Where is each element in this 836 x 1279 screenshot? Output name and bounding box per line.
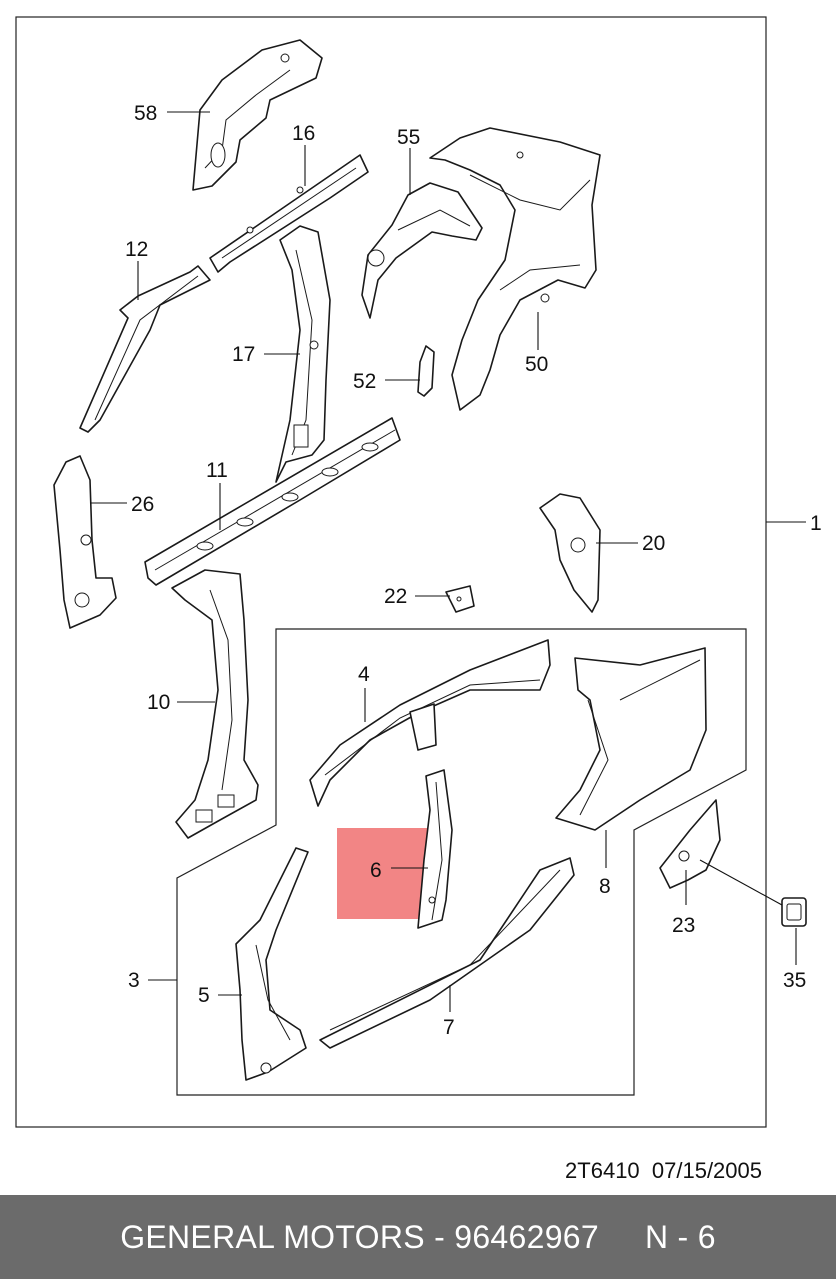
outer-frame — [15, 16, 767, 1128]
callout-12: 12 — [125, 238, 148, 261]
callout-8: 8 — [599, 875, 611, 898]
part-8 — [555, 647, 707, 831]
parts-diagram: 58 16 12 55 17 52 50 26 11 20 22 1 10 4 … — [15, 16, 822, 1128]
callout-22: 22 — [384, 585, 407, 608]
part-10 — [171, 569, 259, 839]
callout-20: 20 — [642, 532, 665, 555]
part-5 — [235, 847, 309, 1081]
part-35 — [781, 897, 807, 927]
part-20 — [539, 493, 601, 613]
callout-1: 1 — [810, 512, 822, 535]
part-55 — [361, 182, 483, 319]
part-16 — [209, 154, 369, 273]
callout-55: 55 — [397, 126, 420, 149]
part-12 — [79, 265, 211, 433]
part-26 — [53, 455, 117, 629]
callout-5: 5 — [198, 984, 210, 1007]
callout-23: 23 — [672, 914, 695, 937]
callout-17: 17 — [232, 343, 255, 366]
banner-text: GENERAL MOTORS - 96462967 N - 6 — [120, 1218, 716, 1255]
callout-26: 26 — [131, 493, 154, 516]
drawing-code: 2T6410 07/15/2005 — [565, 1158, 762, 1183]
part-6 — [417, 769, 453, 929]
assembly-frame — [176, 628, 747, 1096]
callout-4: 4 — [358, 663, 370, 686]
callout-6: 6 — [370, 859, 382, 882]
part-23 — [659, 799, 721, 889]
part-7 — [319, 857, 575, 1049]
part-58 — [192, 39, 323, 191]
part-banner: GENERAL MOTORS - 96462967 N - 6 — [0, 1195, 836, 1279]
callout-35: 35 — [783, 969, 806, 992]
part-11 — [144, 417, 401, 586]
callout-16: 16 — [292, 122, 315, 145]
callout-10: 10 — [147, 691, 170, 714]
callout-3: 3 — [128, 969, 140, 992]
callout-52: 52 — [353, 370, 376, 393]
leader-35-a — [699, 859, 783, 906]
highlight-box — [337, 828, 428, 919]
part-50 — [429, 127, 601, 411]
callout-58: 58 — [134, 102, 157, 125]
callout-11: 11 — [206, 459, 228, 482]
callout-7: 7 — [443, 1016, 455, 1039]
part-52 — [417, 345, 435, 397]
part-22 — [445, 585, 475, 613]
callout-50: 50 — [525, 353, 548, 376]
part-17 — [275, 225, 331, 483]
part-4 — [309, 639, 551, 807]
